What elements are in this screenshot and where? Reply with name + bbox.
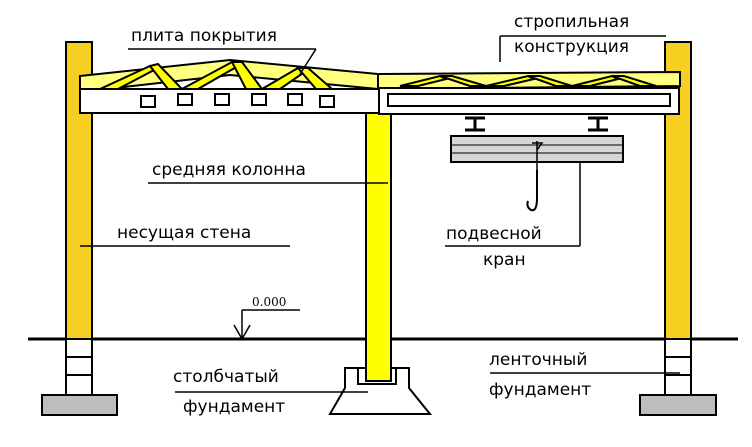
middle-column xyxy=(365,112,392,382)
label-rafter-structure-line2: конструкция xyxy=(514,37,629,57)
overhead-crane xyxy=(450,116,624,212)
right-truss xyxy=(399,74,657,87)
label-rafter-structure-line1: стропильная xyxy=(514,12,630,32)
label-strip-foundation-line1: ленточный xyxy=(489,350,588,370)
label-strip-foundation-line2: фундамент xyxy=(489,380,592,400)
right-rafter-beam xyxy=(378,87,680,115)
label-roof-slab: плита покрытия xyxy=(131,26,277,46)
column-foundation xyxy=(328,367,433,415)
right-strip-foundation xyxy=(639,338,717,416)
leader-lines xyxy=(80,35,680,393)
label-column-foundation-line1: столбчатый xyxy=(173,367,279,387)
left-strip-foundation xyxy=(41,338,118,416)
label-bearing-wall: несущая стена xyxy=(117,223,252,243)
label-overhead-crane-line2: кран xyxy=(483,250,526,270)
level-marker xyxy=(233,309,300,341)
label-level-mark: 0.000 xyxy=(252,295,287,309)
left-roof-slab xyxy=(79,88,380,114)
label-column-foundation-line2: фундамент xyxy=(183,397,286,417)
label-overhead-crane-line1: подвесной xyxy=(446,224,542,244)
label-middle-column: средняя колонна xyxy=(152,160,306,180)
